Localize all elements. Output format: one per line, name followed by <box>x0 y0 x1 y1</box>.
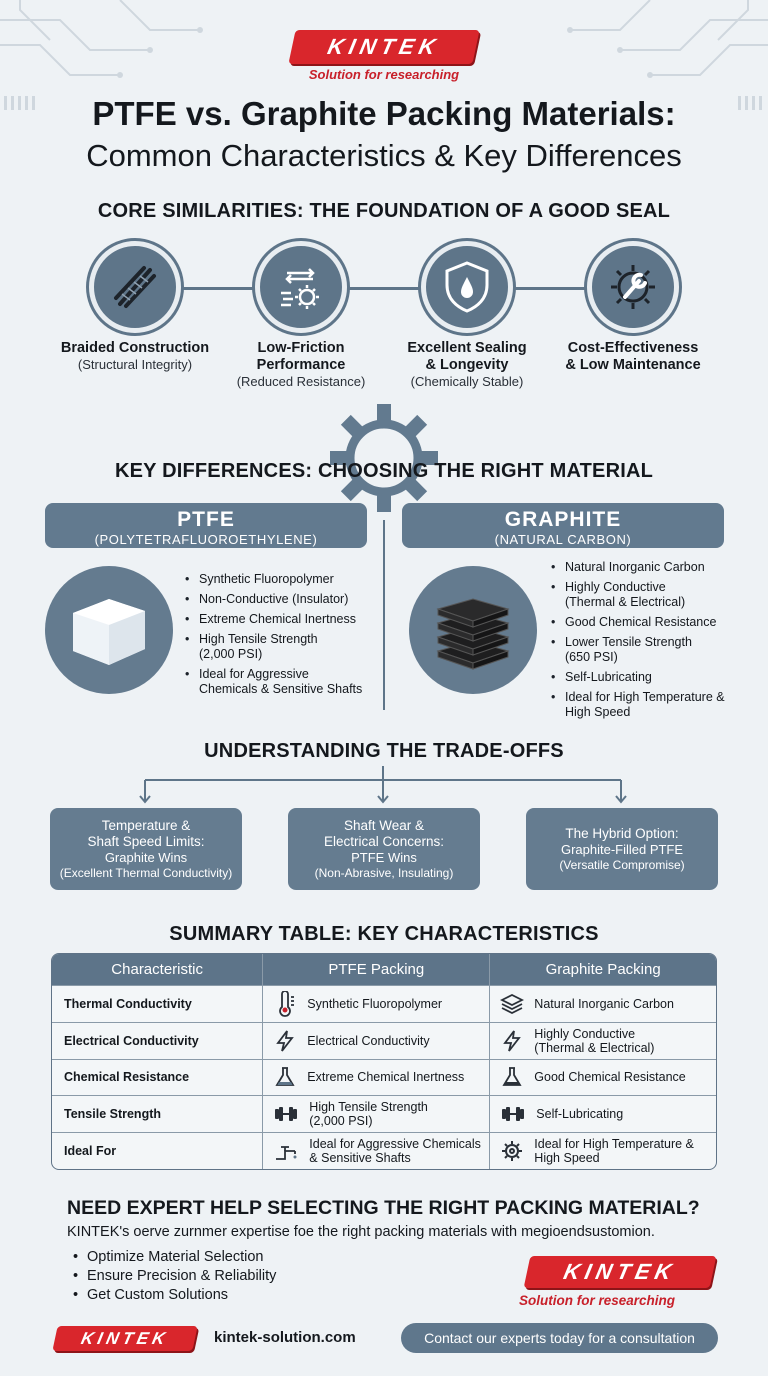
contact-button[interactable]: Contact our experts today for a consulta… <box>401 1323 718 1353</box>
list-item: Self-Lubricating <box>551 670 741 685</box>
table-row: Electrical Conductivity Electrical Condu… <box>52 1021 716 1059</box>
braid-icon <box>89 241 181 333</box>
list-item: Ideal for High Temperature & High Speed <box>551 690 731 720</box>
brand-tagline: Solution for researching <box>519 1293 676 1308</box>
gear-icon <box>502 1141 523 1162</box>
dumbbell-icon <box>502 1107 525 1122</box>
list-item: Synthetic Fluoropolymer <box>185 572 375 587</box>
ptfe-image <box>45 566 173 694</box>
tradeoffs-heading: UNDERSTANDING THE TRADE-OFFS <box>204 740 564 762</box>
similarity-item: Braided Construction (Structural Integri… <box>60 340 210 372</box>
summary-table: Characteristic PTFE Packing Graphite Pac… <box>51 953 717 1170</box>
list-item: Ensure Precision & Reliability <box>73 1267 373 1286</box>
similarity-item: Low-Friction Performance (Reduced Resist… <box>236 340 366 389</box>
table-row: Thermal Conductivity Synthetic Fluoropol… <box>52 985 716 1022</box>
gear-arrows-icon <box>255 241 347 333</box>
tradeoff-arrows <box>139 766 627 804</box>
similarity-item: Cost-Effectiveness & Low Maintenance <box>565 340 701 373</box>
list-item: High Tensile Strength (2,000 PSI) <box>185 632 335 662</box>
similarities-connector <box>140 287 640 290</box>
cta-heading: NEED EXPERT HELP SELECTING THE RIGHT PAC… <box>67 1197 700 1219</box>
tradeoff-card: Shaft Wear & Electrical Concerns: PTFE W… <box>288 808 480 890</box>
brand-logo: KINTEK <box>52 1326 198 1351</box>
flask-icon <box>502 1067 522 1087</box>
website-link[interactable]: kintek-solution.com <box>214 1329 356 1346</box>
cta-benefits: Optimize Material Selection Ensure Preci… <box>73 1248 373 1305</box>
list-item: Get Custom Solutions <box>73 1286 373 1305</box>
graphite-properties: Natural Inorganic Carbon Highly Conducti… <box>551 560 741 725</box>
gear-icon <box>330 404 438 512</box>
differences-heading: KEY DIFFERENCES: CHOOSING THE RIGHT MATE… <box>114 460 654 482</box>
tradeoff-card: The Hybrid Option: Graphite-Filled PTFE … <box>526 808 718 890</box>
faucet-icon <box>276 1146 297 1160</box>
thermometer-icon <box>279 990 295 1017</box>
column-header: Characteristic <box>52 954 263 985</box>
brand-logo: KINTEK <box>288 30 480 64</box>
shield-drop-icon <box>421 241 513 333</box>
ptfe-header: PTFE (POLYTETRAFLUOROETHYLENE) <box>45 503 367 548</box>
column-header: Graphite Packing <box>489 954 716 985</box>
column-header: PTFE Packing <box>262 954 490 985</box>
list-item: Natural Inorganic Carbon <box>551 560 741 575</box>
similarities-heading: CORE SIMILARITIES: THE FOUNDATION OF A G… <box>97 200 671 222</box>
page-title: PTFE vs. Graphite Packing Materials: <box>92 95 676 132</box>
graphite-header: GRAPHITE (NATURAL CARBON) <box>402 503 724 548</box>
dumbbell-icon <box>275 1107 298 1122</box>
table-row: Tensile Strength High Tensile Strength (… <box>52 1095 716 1133</box>
summary-heading: SUMMARY TABLE: KEY CHARACTERISTICS <box>169 923 599 945</box>
ptfe-properties: Synthetic Fluoropolymer Non-Conductive (… <box>185 572 375 702</box>
cta-text: KINTEK's oerve zurnmer expertise foe the… <box>67 1224 655 1240</box>
brand-logo: KINTEK <box>523 1256 717 1288</box>
table-row: Chemical Resistance Extreme Chemical Ine… <box>52 1058 716 1096</box>
layers-icon <box>500 993 525 1014</box>
page-subtitle: Common Characteristics & Key Differences <box>86 138 682 173</box>
list-item: Lower Tensile Strength (650 PSI) <box>551 635 706 665</box>
gear-wrench-icon <box>587 241 679 333</box>
graphite-image <box>409 566 537 694</box>
tradeoff-card: Temperature & Shaft Speed Limits: Graphi… <box>50 808 242 890</box>
lightning-icon <box>276 1030 295 1052</box>
list-item: Optimize Material Selection <box>73 1248 373 1267</box>
table-row: Ideal For Ideal for Aggressive Chemicals… <box>52 1132 716 1169</box>
list-item: Good Chemical Resistance <box>551 615 741 630</box>
list-item: Non-Conductive (Insulator) <box>185 592 375 607</box>
brand-tagline: Solution for researching <box>308 67 460 82</box>
flask-icon <box>275 1067 295 1087</box>
list-item: Ideal for Aggressive Chemicals & Sensiti… <box>185 667 370 697</box>
list-item: Extreme Chemical Inertness <box>185 612 375 627</box>
similarity-item: Excellent Sealing & Longevity (Chemicall… <box>407 340 527 389</box>
list-item: Highly Conductive (Thermal & Electrical) <box>551 580 701 610</box>
divider <box>383 520 385 710</box>
lightning-icon <box>503 1030 522 1052</box>
circuit-decoration <box>0 0 768 110</box>
